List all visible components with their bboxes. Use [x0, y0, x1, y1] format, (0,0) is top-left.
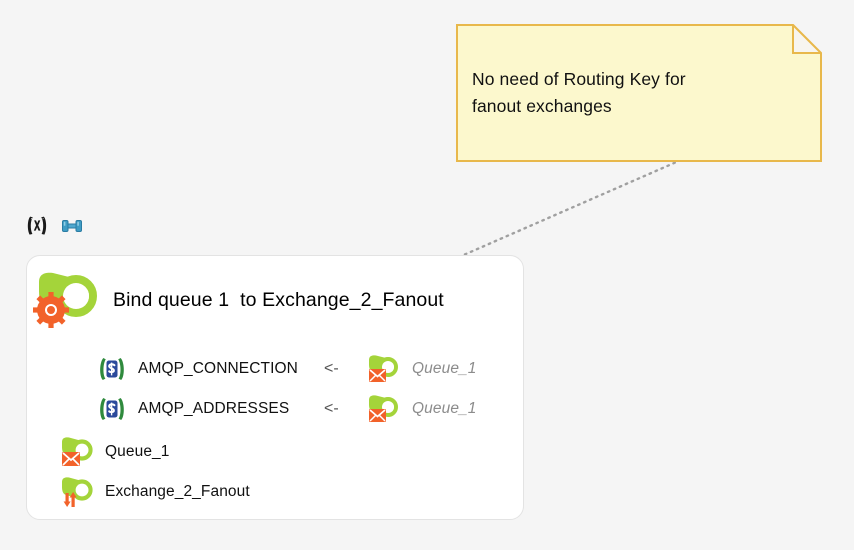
soapui-property-icon	[100, 358, 124, 380]
property-row[interactable]: AMQP_ADDRESSES <- Queue_1	[97, 389, 517, 429]
resource-row-exchange[interactable]: Exchange_2_Fanout	[59, 472, 489, 512]
exchange-fanout-icon	[62, 477, 93, 507]
sticky-note-shape	[456, 24, 822, 162]
resource-label: Queue_1	[105, 443, 170, 460]
property-transfer-list: AMQP_CONNECTION <- Queue_1	[97, 349, 517, 429]
card-title: Bind queue 1 to Exchange_2_Fanout	[113, 288, 444, 311]
queue-icon	[369, 395, 398, 422]
transfer-arrow: <-	[324, 400, 339, 417]
test-step-card[interactable]: Bind queue 1 to Exchange_2_Fanout AMQP_C…	[26, 255, 524, 520]
transfer-arrow: <-	[324, 360, 339, 377]
queue-icon	[62, 437, 93, 466]
property-source-label: Queue_1	[412, 400, 477, 417]
resource-row-queue[interactable]: Queue_1	[59, 432, 489, 472]
soapui-property-icon	[100, 398, 124, 420]
property-transfer-link-icon[interactable]	[59, 213, 85, 239]
connector-line	[457, 158, 683, 259]
resource-label: Exchange_2_Fanout	[105, 483, 250, 500]
property-row[interactable]: AMQP_CONNECTION <- Queue_1	[97, 349, 517, 389]
property-name: AMQP_ADDRESSES	[138, 400, 290, 417]
card-header: Bind queue 1 to Exchange_2_Fanout	[27, 256, 523, 344]
sticky-note[interactable]: No need of Routing Key for fanout exchan…	[456, 24, 822, 162]
card-toolbar-icons	[24, 213, 85, 239]
sticky-note-text: No need of Routing Key for fanout exchan…	[472, 69, 686, 116]
properties-xbrackets-icon[interactable]	[24, 213, 50, 239]
property-name: AMQP_CONNECTION	[138, 360, 298, 377]
queue-icon	[369, 355, 398, 382]
resource-list: Queue_1 Exchange_2_Fanout	[59, 432, 489, 512]
property-source-label: Queue_1	[412, 360, 477, 377]
amqp-test-step-icon	[33, 272, 97, 328]
